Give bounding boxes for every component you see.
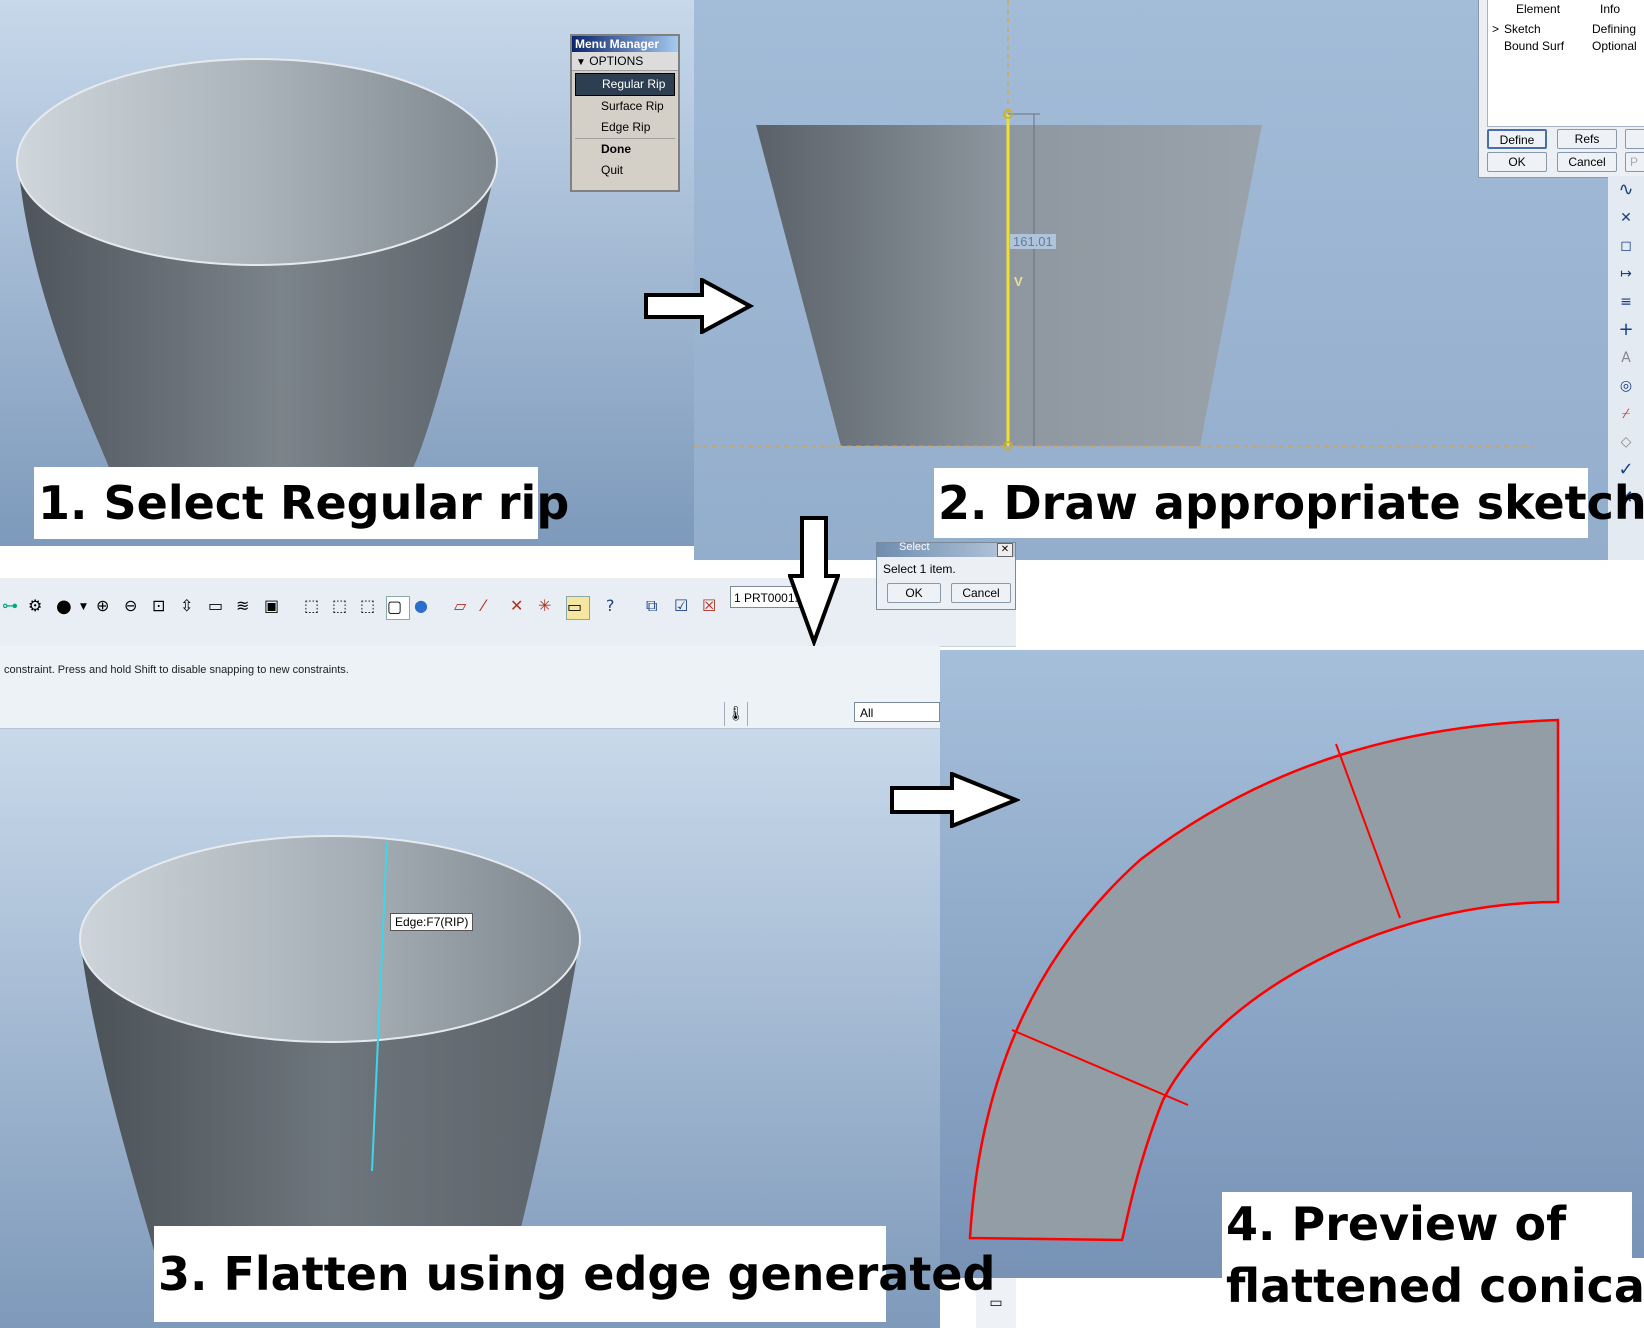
enhanced-realism-icon[interactable]: ● xyxy=(414,596,428,615)
refs-button[interactable]: Refs xyxy=(1557,129,1617,149)
menu-item-edge-rip[interactable]: Edge Rip xyxy=(601,120,651,134)
modify-icon[interactable]: ≡ xyxy=(1620,294,1632,310)
no-hidden-icon[interactable]: ⬚ xyxy=(360,596,376,615)
layers-icon[interactable]: ≋ xyxy=(236,596,250,615)
preview-button-partial[interactable] xyxy=(1625,129,1644,149)
row-element: Bound Surf xyxy=(1504,39,1565,53)
datum-icon[interactable]: ⊶ xyxy=(2,596,18,615)
select-dialog-titlebar: Select ✕ xyxy=(877,541,1015,557)
caption-step2: 2. Draw appropriate sketch xyxy=(934,468,1644,538)
table-row[interactable]: > Sketch Defining xyxy=(1492,22,1644,38)
hidden-line-icon[interactable]: ⬚ xyxy=(332,596,348,615)
row-info: Defining xyxy=(1592,22,1637,36)
check-icon[interactable]: ✓ xyxy=(1618,459,1634,480)
arrow-down-icon xyxy=(788,516,840,646)
triangle-down-icon: ▼ xyxy=(576,57,586,68)
element-info-table: Element Info > Sketch Defining Bound Sur… xyxy=(1487,0,1644,127)
point-display-icon[interactable]: ✕ xyxy=(510,596,524,615)
column-element-header: Element xyxy=(1516,2,1561,16)
column-info-header: Info xyxy=(1600,2,1621,16)
plane-display-icon[interactable]: ▱ xyxy=(454,596,467,615)
preview-button[interactable]: P xyxy=(1625,152,1644,172)
window-activate-icon[interactable]: ☑ xyxy=(674,596,689,615)
constraint-icon[interactable]: + xyxy=(1618,319,1634,340)
point-icon[interactable]: ✕ xyxy=(1620,210,1632,226)
vertical-constraint-label: V xyxy=(1014,274,1023,289)
shading-icon[interactable]: ▢ xyxy=(386,596,410,620)
select-dialog: Select ✕ Select 1 item. OK Cancel xyxy=(876,541,1016,610)
refit-icon[interactable]: ⊡ xyxy=(152,596,166,615)
status-message: constraint. Press and hold Shift to disa… xyxy=(4,664,349,676)
caption-step4: 4. Preview of flattened conical xyxy=(1222,1192,1644,1328)
menu-options-label: OPTIONS xyxy=(589,54,644,68)
cancel-button[interactable]: Cancel xyxy=(1557,152,1617,172)
row-info: Optional xyxy=(1592,39,1637,53)
menu-manager-title: Menu Manager xyxy=(572,36,678,52)
main-toolbar: ⊶ ⚙ ● ▼ ⊕ ⊖ ⊡ ⇳ ▭ ≋ ▣ ⬚ ⬚ ⬚ ▢ ● ▱ ⁄ ✕ ✳ … xyxy=(0,578,1016,647)
ok-button[interactable]: OK xyxy=(1487,152,1547,172)
menu-manager: Menu Manager ▼ OPTIONS Regular Rip Surfa… xyxy=(570,34,680,192)
menu-item-done[interactable]: Done xyxy=(575,138,675,160)
window-new-icon[interactable]: ⧉ xyxy=(646,596,658,615)
context-help-icon[interactable]: ? xyxy=(606,596,615,615)
current-row-marker: > xyxy=(1492,22,1500,36)
saved-views-icon[interactable]: ▭ xyxy=(208,596,224,615)
panel-step4-flat-preview xyxy=(940,650,1644,1278)
text-icon[interactable]: A xyxy=(1621,350,1631,366)
zoom-out-icon[interactable]: ⊖ xyxy=(124,596,138,615)
menu-item-regular-rip[interactable]: Regular Rip xyxy=(575,73,675,96)
flattened-cone-preview xyxy=(940,650,1644,1278)
spin-center-icon[interactable]: ⚙ xyxy=(28,596,43,615)
close-icon[interactable]: ✕ xyxy=(997,543,1013,557)
axis-display-icon[interactable]: ⁄ xyxy=(482,596,485,615)
menu-item-quit[interactable]: Quit xyxy=(601,163,624,177)
palette-icon[interactable]: ◎ xyxy=(1619,378,1633,394)
thermometer-icon: 🌡 xyxy=(724,702,748,726)
close-icon[interactable]: ✕ xyxy=(1618,487,1634,508)
chevron-down-icon[interactable]: ▼ xyxy=(80,602,87,612)
shading-sphere-icon[interactable]: ● xyxy=(56,596,72,617)
caption-step3: 3. Flatten using edge generated xyxy=(154,1226,995,1322)
dimension-label[interactable]: 161.01 xyxy=(1010,234,1056,249)
feature-element-dialog: Element Info > Sketch Defining Bound Sur… xyxy=(1478,0,1644,178)
zoom-in-icon[interactable]: ⊕ xyxy=(96,596,110,615)
selection-filter-value: All xyxy=(860,706,874,720)
spline-icon[interactable]: ∿ xyxy=(1618,179,1634,200)
menu-options-section[interactable]: ▼ OPTIONS xyxy=(572,52,678,71)
window-close-icon[interactable]: ☒ xyxy=(702,596,717,615)
trim-icon[interactable]: ⌿ xyxy=(1621,406,1631,422)
menu-item-surface-rip[interactable]: Surface Rip xyxy=(601,99,664,113)
caption-step1: 1. Select Regular rip xyxy=(34,467,569,539)
annotation-display-icon-small: ▭ xyxy=(976,1278,1016,1328)
caption-step4-line1: 4. Preview of xyxy=(1222,1196,1571,1252)
annotation-display-icon[interactable]: ▭ xyxy=(566,596,590,620)
caption-step4-line2: flattened conical xyxy=(1222,1258,1644,1314)
csys-display-icon[interactable]: ✳ xyxy=(538,596,552,615)
arrow-right-icon xyxy=(890,772,1020,828)
mirror-icon[interactable]: ◇ xyxy=(1620,434,1632,450)
dimension-icon[interactable]: ↦ xyxy=(1620,266,1632,282)
message-area: constraint. Press and hold Shift to disa… xyxy=(0,646,940,729)
edge-tooltip: Edge:F7(RIP) xyxy=(390,913,474,931)
sketch-tool-strip xyxy=(1608,176,1644,560)
select-dialog-message: Select 1 item. xyxy=(883,562,956,576)
offset-icon[interactable]: ◻ xyxy=(1620,238,1632,254)
select-cancel-button[interactable]: Cancel xyxy=(951,583,1011,603)
define-button[interactable]: Define xyxy=(1487,129,1547,149)
select-ok-button[interactable]: OK xyxy=(887,583,941,603)
view-manager-icon[interactable]: ▣ xyxy=(264,596,280,615)
arrow-right-icon xyxy=(644,278,754,334)
reorient-icon[interactable]: ⇳ xyxy=(180,596,194,615)
selection-filter-dropdown[interactable]: All xyxy=(854,702,940,722)
select-dialog-title: Select xyxy=(899,541,930,553)
row-element: Sketch xyxy=(1504,22,1541,36)
table-row[interactable]: Bound Surf Optional xyxy=(1492,39,1644,55)
wireframe-icon[interactable]: ⬚ xyxy=(304,596,320,615)
